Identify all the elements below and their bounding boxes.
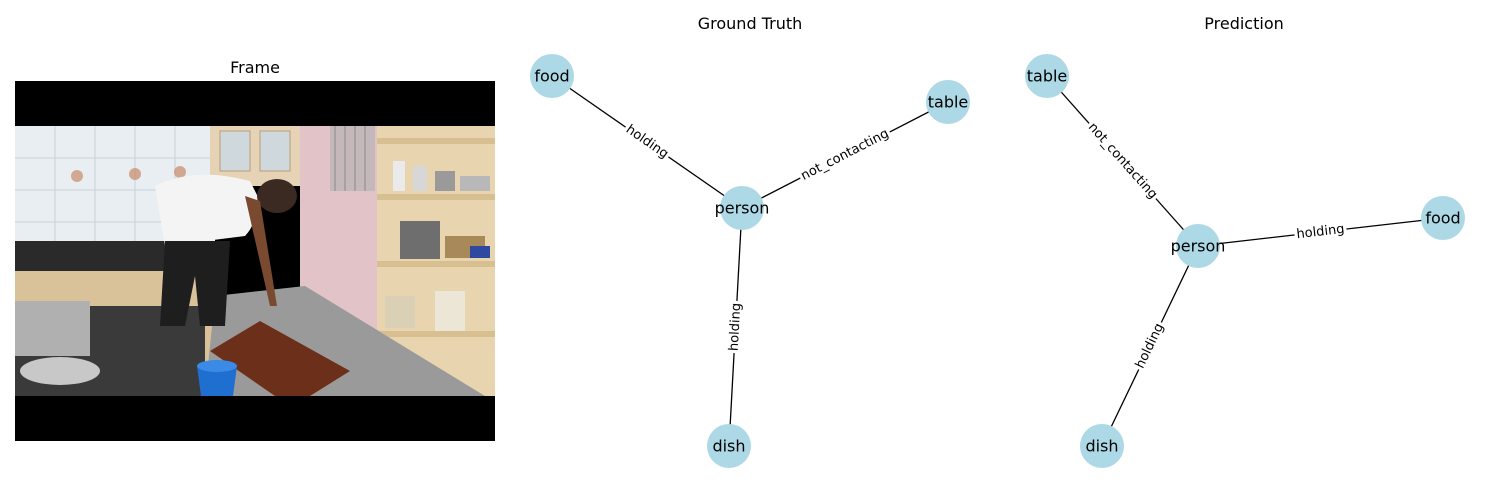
node-label-person: person	[1171, 237, 1226, 256]
edge-label-person-food: holding	[623, 122, 671, 162]
node-label-person: person	[715, 199, 770, 218]
node-dish	[1080, 424, 1124, 468]
prediction-title: Prediction	[1204, 14, 1284, 33]
node-dish	[707, 424, 751, 468]
frame-title: Frame	[230, 58, 280, 77]
edge-label-person-dish: holding	[727, 303, 745, 352]
node-label-table: table	[1027, 67, 1068, 86]
node-label-dish: dish	[1085, 437, 1118, 456]
edge-label-person-food: holding	[1296, 222, 1346, 242]
node-label-food: food	[1425, 209, 1460, 228]
node-person	[1176, 224, 1220, 268]
node-label-food: food	[534, 67, 569, 86]
node-person	[720, 186, 764, 230]
node-table	[1025, 54, 1069, 98]
kitchen-scene-image	[15, 81, 495, 441]
edge-label-person-table: not_contacting	[799, 126, 892, 184]
edge-label-person-table: not_contacting	[1085, 120, 1160, 202]
node-food	[530, 54, 574, 98]
node-label-dish: dish	[712, 437, 745, 456]
prediction-graph: not_contactingholdingholdingpersontablef…	[1025, 54, 1465, 468]
node-label-table: table	[928, 93, 969, 112]
ground-truth-title: Ground Truth	[697, 14, 803, 33]
node-table	[926, 80, 970, 124]
node-food	[1421, 196, 1465, 240]
video-frame	[15, 81, 495, 441]
